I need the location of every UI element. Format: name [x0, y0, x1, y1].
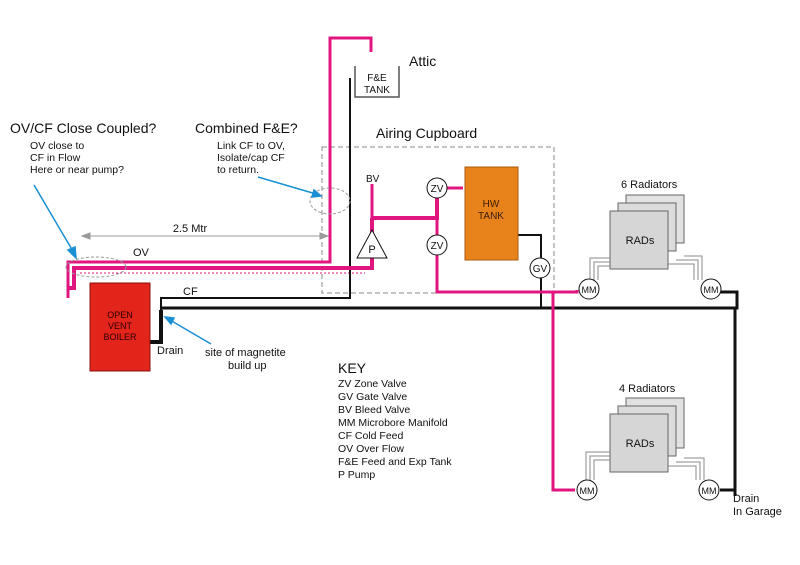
gate-valve-icon: GV — [529, 257, 551, 279]
key-title: KEY — [338, 360, 367, 376]
combined-fe-highlight — [309, 187, 351, 215]
fe-tank: F&E TANK — [354, 66, 400, 98]
distance-label: 2.5 Mtr — [173, 223, 208, 235]
cold-feed-pipe — [160, 78, 351, 310]
key-item: CF Cold Feed — [338, 430, 404, 442]
annotation-arrows — [33, 176, 323, 345]
airing-cupboard-label: Airing Cupboard — [376, 125, 477, 141]
hw-tank-label-2: TANK — [478, 211, 504, 222]
pump-label: P — [368, 244, 375, 256]
lower-rads-label: RADs — [626, 438, 655, 450]
q1-line-2: CF in Flow — [30, 152, 81, 164]
pump-to-valve-pipe — [372, 190, 439, 220]
radiators-6-label: 6 Radiators — [621, 179, 678, 191]
magnetite-label-2: build up — [228, 360, 267, 372]
boiler-flow-pipe — [68, 218, 374, 290]
q2-line-1: Link CF to OV, — [217, 140, 285, 152]
lower-microbore-tubes — [585, 451, 705, 480]
return-pipes — [150, 78, 739, 496]
main-return-pipe — [161, 290, 739, 310]
drain-pipe — [150, 310, 163, 344]
flow-pipes — [66, 36, 579, 492]
key-item: ZV Zone Valve — [338, 378, 407, 390]
key-item: MM Microbore Manifold — [338, 417, 448, 429]
q2-line-2: Isolate/cap CF — [217, 152, 285, 164]
key-item: P Pump — [338, 469, 375, 481]
zv-upper-label: ZV — [431, 184, 444, 195]
hw-tank: HW TANK — [464, 166, 519, 261]
boiler-label-1: OPEN — [107, 310, 133, 320]
zv-lower-pipe — [435, 218, 579, 294]
lower-radiators-icon: RADs — [609, 397, 685, 473]
overflow-vent-pipe — [66, 36, 373, 298]
hw-tank-label-1: HW — [483, 199, 500, 210]
magnetite-label-1: site of magnetite — [205, 347, 286, 359]
bv-label: BV — [366, 174, 380, 185]
drain-label: Drain — [157, 345, 183, 357]
manifold-lower-right-icon: MM — [698, 479, 720, 501]
svg-text:MM: MM — [704, 285, 719, 295]
boiler-label-2: VENT — [108, 321, 133, 331]
key-item: OV Over Flow — [338, 443, 404, 455]
zone-valve-upper-icon: ZV — [426, 177, 448, 199]
manifold-upper-left-icon: MM — [578, 278, 600, 300]
airing-cupboard-boundary — [321, 146, 555, 294]
lower-rads-flow — [551, 292, 575, 492]
cf-label: CF — [183, 286, 198, 298]
radiators-4-label: 4 Radiators — [619, 383, 676, 395]
q1-title: OV/CF Close Coupled? — [10, 120, 157, 136]
q1-line-3: Here or near pump? — [30, 164, 124, 176]
boiler-label-3: BOILER — [103, 332, 137, 342]
attic-label: Attic — [409, 53, 436, 69]
ov-cf-junction-highlight — [65, 256, 127, 278]
svg-text:MM: MM — [702, 486, 717, 496]
upper-radiators-icon: RADs — [609, 194, 685, 270]
svg-text:MM: MM — [582, 285, 597, 295]
fe-tank-label-2: TANK — [364, 85, 390, 96]
key-legend: KEY ZV Zone Valve GV Gate Valve BV Bleed… — [338, 360, 452, 481]
q2-title: Combined F&E? — [195, 120, 298, 136]
svg-text:MM: MM — [580, 486, 595, 496]
key-item: GV Gate Valve — [338, 391, 407, 403]
ov-label: OV — [133, 247, 150, 259]
upper-microbore-tubes — [589, 255, 703, 280]
zone-valve-lower-icon: ZV — [426, 234, 448, 256]
drain-garage-label-2: In Garage — [733, 506, 782, 518]
key-item: BV Bleed Valve — [338, 404, 410, 416]
zv-lower-label: ZV — [431, 241, 444, 252]
q2-line-3: to return. — [217, 164, 259, 176]
key-item: F&E Feed and Exp Tank — [338, 456, 452, 468]
drain-garage-label-1: Drain — [733, 493, 759, 505]
upper-rads-label: RADs — [626, 235, 655, 247]
gv-label: GV — [533, 264, 548, 275]
tank-return-pipe — [517, 234, 542, 308]
manifold-upper-right-icon: MM — [700, 278, 722, 300]
q1-line-1: OV close to — [30, 140, 84, 152]
distance-dimension — [80, 232, 330, 240]
pump-icon: P — [356, 228, 388, 259]
garage-drain-pipe — [727, 306, 737, 496]
manifold-lower-left-icon: MM — [576, 479, 598, 501]
boiler: OPEN VENT BOILER — [89, 282, 151, 372]
fe-tank-label-1: F&E — [367, 73, 387, 84]
